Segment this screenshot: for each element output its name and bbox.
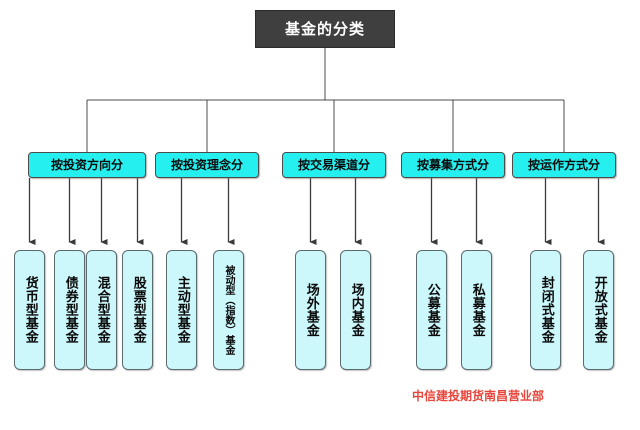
category-node-label: 按运作方式分 bbox=[527, 158, 600, 172]
leaf-node-label: 封闭式基金 bbox=[538, 276, 554, 344]
leaf-node-4[interactable]: 股票型基金 bbox=[122, 250, 153, 370]
leaf-node-5[interactable]: 主动型基金 bbox=[166, 250, 197, 370]
leaf-node-10[interactable]: 私募基金 bbox=[461, 250, 492, 370]
category-node-label: 按投资方向分 bbox=[50, 158, 123, 172]
leaf-node-7[interactable]: 场外基金 bbox=[295, 250, 326, 370]
leaf-node-label: 混合型基金 bbox=[94, 276, 110, 344]
category-node-4[interactable]: 按募集方式分 bbox=[401, 152, 505, 178]
leaf-node-8[interactable]: 场内基金 bbox=[340, 250, 371, 370]
leaf-node-9[interactable]: 公募基金 bbox=[416, 250, 447, 370]
leaf-node-12[interactable]: 开放式基金 bbox=[583, 250, 614, 370]
category-node-5[interactable]: 按运作方式分 bbox=[512, 152, 616, 178]
category-node-1[interactable]: 按投资方向分 bbox=[28, 152, 146, 178]
footer-credit: 中信建投期货南昌营业部 bbox=[412, 389, 545, 403]
leaf-node-1[interactable]: 货币型基金 bbox=[14, 250, 45, 370]
category-node-label: 按募集方式分 bbox=[416, 158, 489, 172]
leaf-node-label: 股票型基金 bbox=[130, 276, 146, 344]
category-node-2[interactable]: 按投资理念分 bbox=[155, 152, 259, 178]
leaf-node-11[interactable]: 封闭式基金 bbox=[530, 250, 561, 370]
leaf-node-label: 债券型基金 bbox=[62, 276, 78, 344]
root-node: 基金的分类 bbox=[255, 10, 395, 48]
leaf-node-label: 场外基金 bbox=[303, 283, 319, 337]
category-node-label: 按交易渠道分 bbox=[297, 158, 370, 172]
leaf-node-3[interactable]: 混合型基金 bbox=[86, 250, 117, 370]
leaf-node-label: 私募基金 bbox=[469, 283, 485, 337]
leaf-node-label: 公募基金 bbox=[424, 283, 440, 337]
leaf-node-label: 开放式基金 bbox=[591, 276, 607, 344]
category-node-3[interactable]: 按交易渠道分 bbox=[282, 152, 386, 178]
leaf-node-label: 场内基金 bbox=[348, 283, 364, 337]
leaf-node-label: 货币型基金 bbox=[22, 276, 38, 344]
leaf-node-2[interactable]: 债券型基金 bbox=[54, 250, 85, 370]
category-node-label: 按投资理念分 bbox=[170, 158, 243, 172]
root-node-label: 基金的分类 bbox=[284, 19, 365, 38]
leaf-node-6[interactable]: 被动型（指数）基金 bbox=[213, 250, 244, 370]
leaf-node-label: 主动型基金 bbox=[174, 276, 190, 344]
leaf-node-label: 被动型（指数）基金 bbox=[223, 265, 234, 355]
